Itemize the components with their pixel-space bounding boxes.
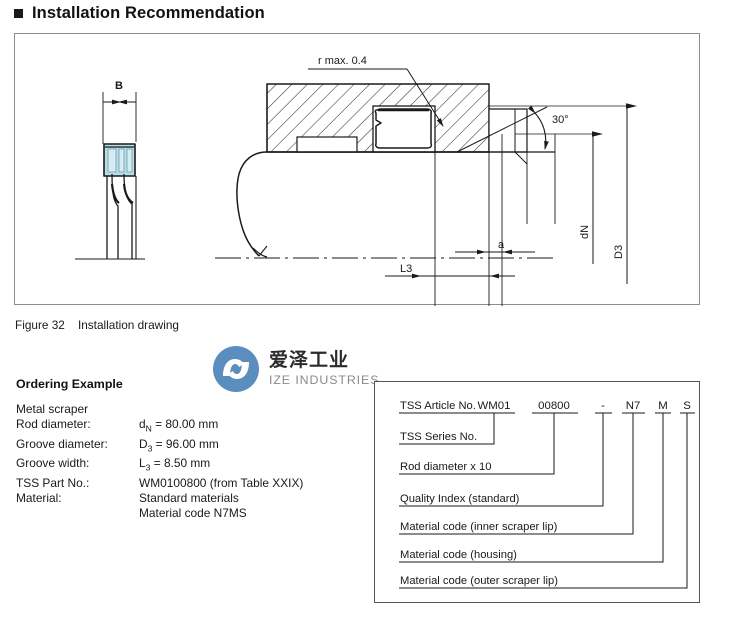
figure-caption: Figure 32 Installation drawing	[15, 318, 179, 332]
label-underlines	[399, 412, 687, 589]
angle-label-text: 30°	[552, 114, 569, 126]
logo-english-name: IZE INDUSTRIES	[269, 373, 380, 388]
row-value: Standard materials	[139, 491, 239, 506]
dimension-d3-label: D3	[613, 245, 625, 259]
table-row: Groove width: L3 = 8.50 mm	[16, 456, 303, 476]
row-label: Groove width:	[16, 456, 90, 471]
row-label: Rod diameter:	[16, 417, 91, 432]
angle-callout: 30°	[456, 105, 569, 153]
partcode-row-label: TSS Article No.	[400, 400, 476, 412]
partcode-row-label: Material code (inner scraper lip)	[400, 521, 558, 533]
ordering-example-heading: Ordering Example	[16, 377, 123, 391]
row-label: TSS Part No.:	[16, 475, 90, 490]
table-row: Material: Standard materials	[16, 491, 303, 506]
partcode-row-label: Material code (housing)	[400, 549, 517, 561]
table-row: Rod diameter: dN = 80.00 mm	[16, 417, 303, 437]
code-segment-outer-lip: S	[683, 400, 691, 412]
row-value: WM0100800 (from Table XXIX)	[139, 475, 304, 490]
page-title: Installation Recommendation	[32, 4, 265, 22]
dimension-a-label: a	[498, 239, 505, 251]
ordering-intro: Metal scraper	[16, 402, 89, 416]
code-segment-inner-lip: N7	[626, 400, 641, 412]
table-row: Material code N7MS	[16, 506, 303, 521]
seal-detail-view	[75, 92, 145, 260]
code-segment-series: WM01	[478, 400, 511, 412]
row-label: Material:	[16, 491, 62, 506]
brand-logo: 爱泽工业 IZE INDUSTRIES	[212, 345, 379, 393]
dimension-dn-label: dN	[579, 225, 591, 239]
main-section-view	[215, 83, 556, 306]
ordering-example-table: Metal scraper Rod diameter: dN = 80.00 m…	[16, 402, 303, 522]
dimension-d3: D3	[489, 103, 637, 284]
code-segment-diameter: 00800	[538, 400, 570, 412]
dimension-dn: dN	[515, 131, 603, 264]
table-row: Groove diameter: D3 = 96.00 mm	[16, 437, 303, 457]
code-segment-separator: -	[601, 400, 605, 412]
row-value: Material code N7MS	[139, 506, 247, 521]
dimension-l3-label: L3	[400, 263, 412, 275]
row-value: D3 = 96.00 mm	[139, 436, 219, 454]
code-segment-housing: M	[658, 400, 668, 412]
row-value: L3 = 8.50 mm	[139, 456, 211, 473]
partcode-row-label: TSS Series No.	[400, 431, 477, 443]
logo-text-group: 爱泽工业 IZE INDUSTRIES	[269, 349, 380, 388]
row-label	[16, 506, 139, 521]
table-row: Metal scraper	[16, 402, 303, 417]
installation-drawing: r max. 0.4 30° B a L3	[75, 55, 637, 306]
section-header: Installation Recommendation	[14, 4, 265, 23]
radius-callout: r max. 0.4	[308, 55, 444, 127]
square-bullet-icon	[14, 9, 23, 18]
part-number-breakdown-box: WM01 00800 - N7 M S TSS Article No. TSS …	[374, 381, 700, 603]
table-row: TSS Part No.: WM0100800 (from Table XXIX…	[16, 476, 303, 491]
ize-industries-logo-icon	[213, 346, 259, 392]
logo-chinese-name: 爱泽工业	[269, 349, 350, 372]
radius-note-text: r max. 0.4	[318, 55, 367, 67]
partcode-row-label: Quality Index (standard)	[400, 493, 520, 505]
row-value: dN = 80.00 mm	[139, 417, 219, 434]
dimension-a: a	[455, 239, 535, 255]
partcode-row-label: Material code (outer scraper lip)	[400, 575, 558, 587]
dimension-l3: L3	[385, 263, 515, 279]
width-b-label: B	[115, 80, 123, 92]
partcode-row-label: Rod diameter x 10	[400, 461, 491, 473]
row-label: Groove diameter:	[16, 436, 108, 451]
part-number-breakdown-diagram: WM01 00800 - N7 M S TSS Article No. TSS …	[399, 400, 695, 589]
installation-drawing-frame: r max. 0.4 30° B a L3	[14, 33, 700, 306]
